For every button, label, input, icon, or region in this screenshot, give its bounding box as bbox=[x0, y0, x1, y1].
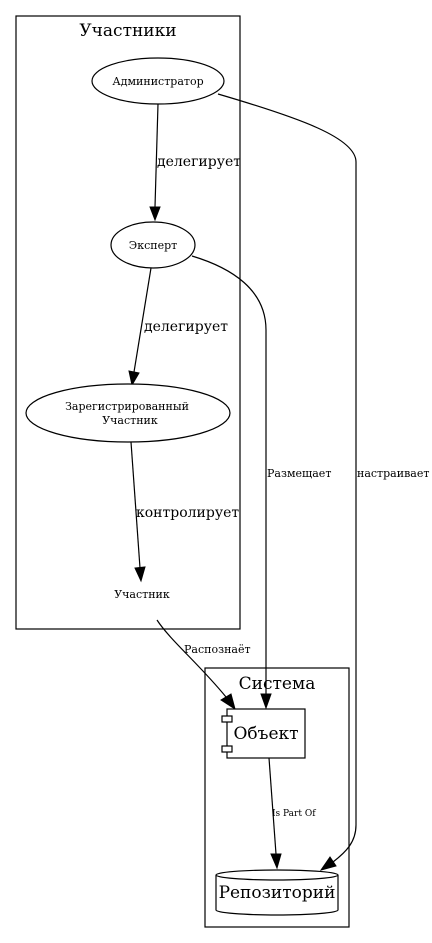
edge-expert-to-object: Размещает bbox=[191, 255, 331, 710]
node-registered-participant: Зарегистрированный Участник bbox=[25, 383, 231, 443]
cluster-participants-border bbox=[15, 15, 241, 630]
node-administrator-label: Администратор bbox=[112, 75, 203, 88]
node-registered-participant-label-line1: Зарегистрированный bbox=[65, 400, 189, 413]
edge-participant-to-object: Распознаёт bbox=[156, 619, 251, 711]
edge-expert-to-registered-label: делегирует bbox=[144, 319, 228, 335]
edge-object-to-repository: Is Part Of bbox=[268, 757, 316, 870]
edge-admin-to-expert-line bbox=[154, 103, 159, 208]
edge-admin-to-expert-label: делегирует bbox=[157, 154, 241, 170]
component-port-icon bbox=[221, 715, 233, 723]
edge-admin-to-repository-label: настраивает bbox=[357, 467, 429, 480]
node-registered-participant-label-line2: Участник bbox=[102, 414, 158, 427]
node-expert-shape bbox=[110, 221, 196, 269]
node-participant: Участник bbox=[114, 588, 170, 601]
arrowhead bbox=[220, 693, 236, 711]
node-administrator-shape bbox=[91, 57, 225, 105]
cluster-system-border bbox=[204, 667, 350, 928]
cluster-participants: Участники bbox=[15, 15, 241, 630]
node-repository-top bbox=[215, 869, 339, 881]
edge-participant-to-object-line bbox=[156, 619, 227, 698]
edge-registered-to-participant: контролирует bbox=[130, 441, 239, 583]
node-repository-label: Репозиторий bbox=[219, 883, 336, 903]
cluster-system: Система bbox=[204, 667, 350, 928]
node-expert-label: Эксперт bbox=[129, 239, 177, 252]
edge-expert-to-registered-line bbox=[133, 267, 152, 373]
node-repository-body bbox=[215, 875, 339, 916]
node-object-label: Объект bbox=[233, 724, 298, 744]
arrowhead bbox=[149, 206, 161, 222]
arrowhead bbox=[270, 853, 282, 870]
edge-registered-to-participant-line bbox=[130, 441, 141, 569]
edge-object-to-repository-label: Is Part Of bbox=[272, 809, 316, 819]
arrowhead bbox=[260, 693, 272, 710]
arrowhead bbox=[319, 856, 337, 871]
component-port-icon bbox=[221, 745, 233, 753]
edge-expert-to-object-line bbox=[191, 255, 267, 694]
node-participant-label: Участник bbox=[114, 588, 170, 601]
node-object: Объект bbox=[221, 708, 306, 759]
node-registered-participant-shape bbox=[25, 383, 231, 443]
node-object-shape bbox=[226, 708, 306, 759]
node-repository: Репозиторий bbox=[215, 869, 339, 916]
node-expert: Эксперт bbox=[110, 221, 196, 269]
edge-registered-to-participant-label: контролирует bbox=[136, 505, 239, 521]
arrowhead bbox=[128, 370, 140, 387]
edge-expert-to-registered: делегирует bbox=[128, 267, 228, 387]
edge-admin-to-expert: делегирует bbox=[149, 103, 241, 222]
cluster-participants-label: Участники bbox=[79, 21, 176, 41]
edge-object-to-repository-line bbox=[268, 757, 277, 855]
arrowhead bbox=[134, 566, 146, 583]
node-administrator: Администратор bbox=[91, 57, 225, 105]
edge-participant-to-object-label: Распознаёт bbox=[184, 643, 251, 656]
cluster-system-label: Система bbox=[239, 674, 316, 694]
edge-admin-to-repository-line bbox=[217, 93, 357, 863]
edge-admin-to-repository: настраивает bbox=[217, 93, 429, 871]
edge-expert-to-object-label: Размещает bbox=[267, 467, 331, 480]
